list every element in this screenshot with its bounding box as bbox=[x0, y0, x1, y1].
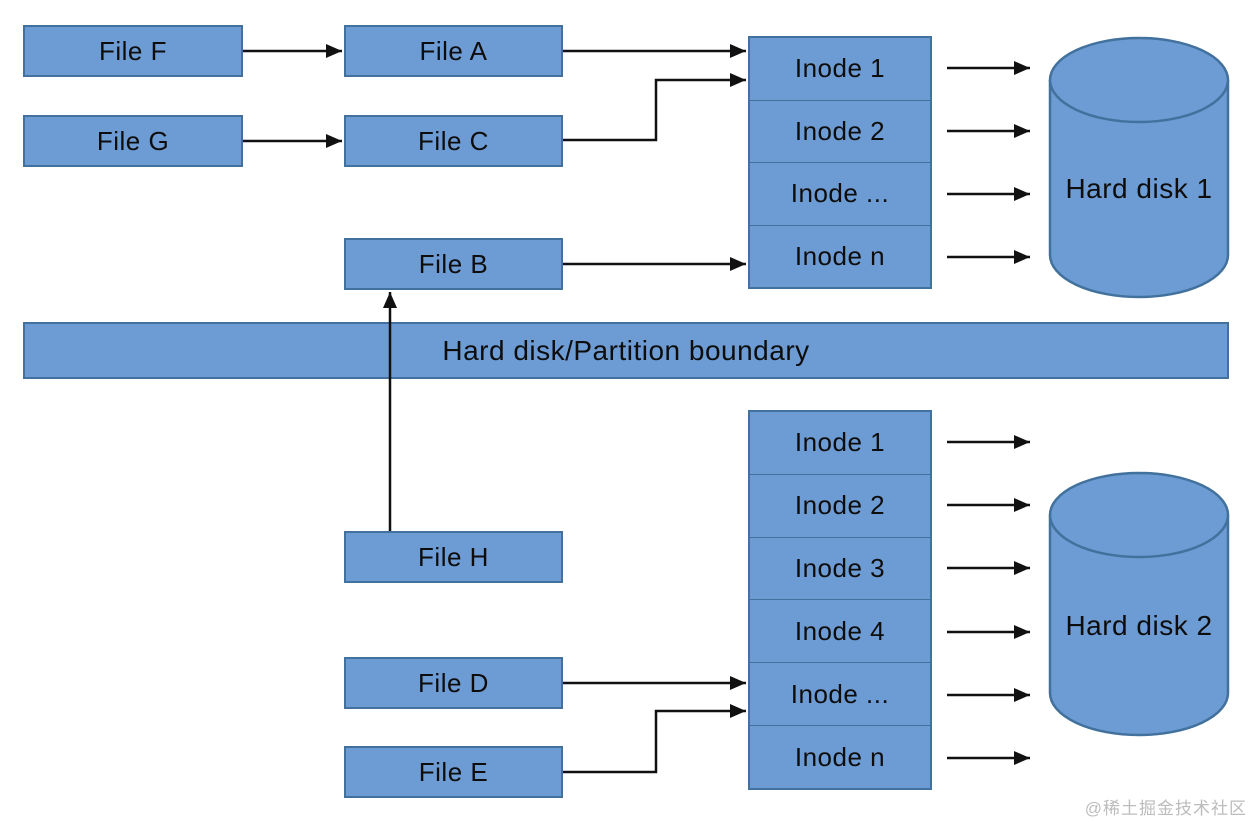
inode-cell: Inode 3 bbox=[750, 536, 930, 600]
file-box-b: File B bbox=[344, 238, 563, 290]
inode-table-2: Inode 1 Inode 2 Inode 3 Inode 4 Inode ..… bbox=[748, 410, 932, 790]
partition-boundary-band: Hard disk/Partition boundary bbox=[23, 322, 1229, 379]
inode-cell: Inode ... bbox=[750, 162, 930, 225]
hard-disk-1-cylinder bbox=[1048, 36, 1230, 299]
hard-disk-2-label: Hard disk 2 bbox=[1065, 610, 1213, 641]
file-box-d: File D bbox=[344, 657, 563, 709]
file-box-e: File E bbox=[344, 746, 563, 798]
file-box-c: File C bbox=[344, 115, 563, 167]
inode-cell: Inode 4 bbox=[750, 599, 930, 662]
file-box-a: File A bbox=[344, 25, 563, 77]
inode-cell: Inode 1 bbox=[794, 53, 886, 84]
inode-cell: Inode ... bbox=[750, 662, 930, 725]
watermark: @稀土掘金技术社区 bbox=[1084, 799, 1247, 818]
inode-cell: Inode 1 bbox=[794, 427, 886, 458]
hard-disk-2-cylinder bbox=[1048, 471, 1230, 737]
arrow-file-c-to-inode1 bbox=[563, 73, 746, 142]
hard-disk-1-label: Hard disk 1 bbox=[1065, 173, 1213, 204]
inode-cell: Inode 2 bbox=[750, 99, 930, 163]
file-box-h: File H bbox=[344, 531, 563, 583]
inode-cell: Inode n bbox=[750, 725, 930, 788]
arrow-file-e-to-inode-dots bbox=[563, 704, 746, 774]
inode-table-1: Inode 1 Inode 2 Inode ... Inode n bbox=[748, 36, 932, 289]
file-box-g: File G bbox=[23, 115, 243, 167]
file-box-f: File F bbox=[23, 25, 243, 77]
inode-cell: Inode 2 bbox=[750, 473, 930, 537]
inode-cell: Inode n bbox=[750, 224, 930, 288]
